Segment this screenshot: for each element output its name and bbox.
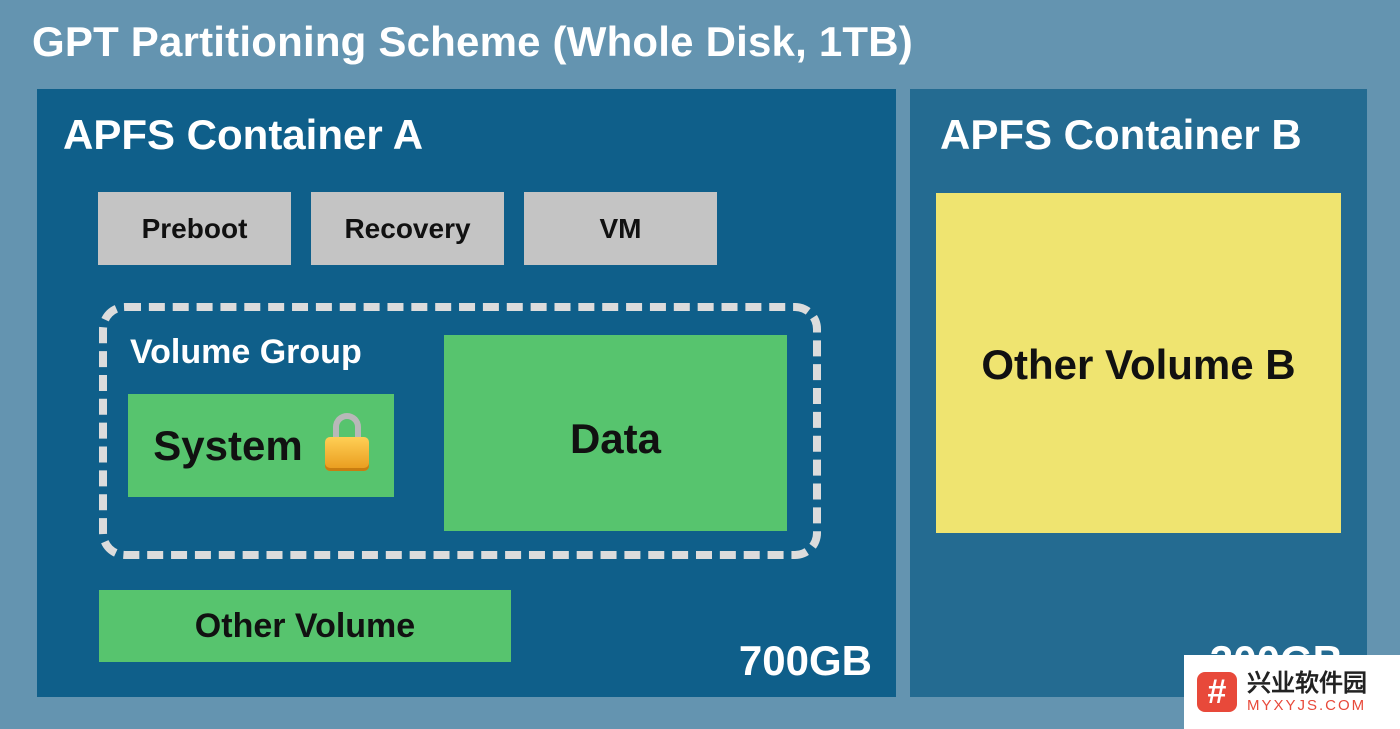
diagram-title: GPT Partitioning Scheme (Whole Disk, 1TB… bbox=[32, 18, 913, 65]
apfs-container-a: APFS Container A Preboot Recovery VM Vol… bbox=[37, 89, 896, 697]
lock-icon bbox=[324, 412, 369, 471]
container-b-title: APFS Container B bbox=[940, 111, 1302, 158]
watermark-name: 兴业软件园 bbox=[1247, 669, 1367, 697]
watermark-url: MYXYJS.COM bbox=[1247, 697, 1367, 714]
watermark: # 兴业软件园 MYXYJS.COM bbox=[1184, 655, 1400, 729]
container-a-size: 700GB bbox=[738, 637, 872, 684]
vm-volume: VM bbox=[524, 192, 717, 265]
other-volume: Other Volume bbox=[99, 590, 511, 662]
data-volume: Data bbox=[444, 335, 787, 531]
preboot-volume: Preboot bbox=[98, 192, 291, 265]
apfs-container-b: APFS Container B Other Volume B 300GB bbox=[910, 89, 1367, 697]
system-volume: System bbox=[128, 394, 394, 497]
volume-group-label: Volume Group bbox=[130, 333, 362, 371]
recovery-volume: Recovery bbox=[311, 192, 504, 265]
system-volume-label: System bbox=[153, 421, 303, 469]
volume-group-border bbox=[99, 303, 821, 559]
watermark-logo-icon: # bbox=[1197, 672, 1237, 712]
other-volume-b: Other Volume B bbox=[936, 193, 1341, 533]
container-a-title: APFS Container A bbox=[63, 111, 424, 158]
